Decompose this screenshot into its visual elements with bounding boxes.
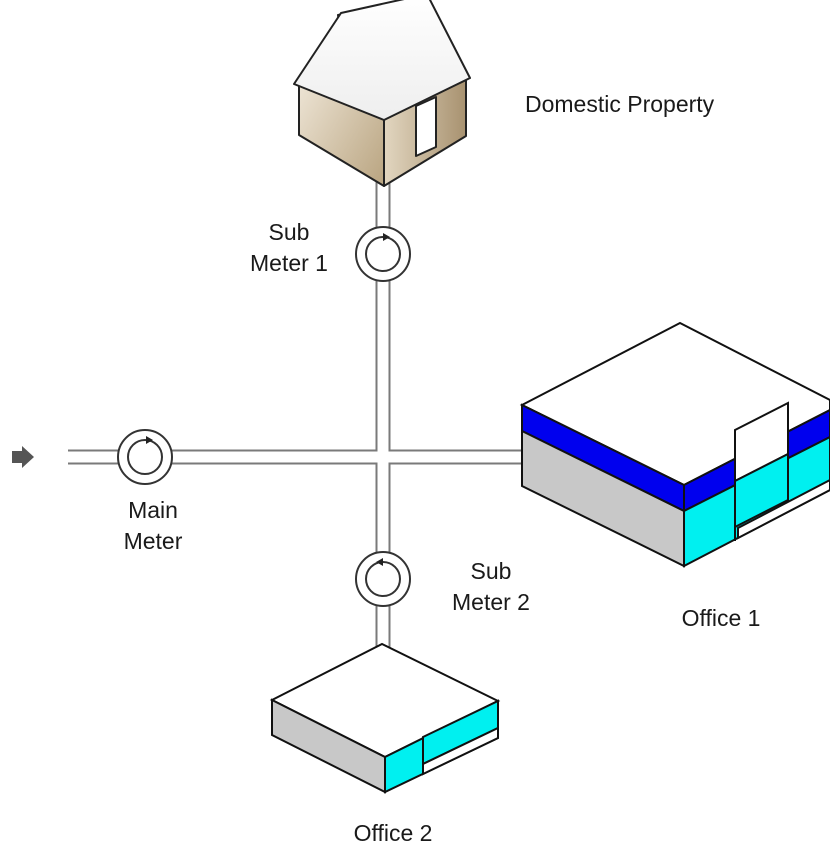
flow-arrow-icon bbox=[12, 446, 34, 468]
meter-icon bbox=[355, 551, 411, 607]
office-1-label: Office 1 bbox=[681, 605, 761, 631]
sub-meter-2-label-line1: Sub bbox=[470, 558, 512, 584]
main-meter-label: Main Meter bbox=[108, 495, 198, 557]
office-2-label: Office 2 bbox=[353, 820, 433, 846]
domestic-property-label: Domestic Property bbox=[525, 91, 715, 117]
office-building-icon bbox=[519, 321, 830, 568]
sub-meter-1-label: Sub Meter 1 bbox=[246, 217, 332, 279]
office-building-icon bbox=[269, 642, 501, 794]
sub-meter-2-icon bbox=[355, 551, 411, 607]
sub-meter-1 bbox=[355, 226, 411, 282]
meter-icon bbox=[117, 429, 173, 485]
house-icon bbox=[293, 0, 471, 187]
main-meter-label-line2: Meter bbox=[123, 528, 183, 554]
main-meter bbox=[117, 429, 173, 485]
sub-meter-2-label: Sub Meter 2 bbox=[441, 556, 541, 618]
main-meter-label-line1: Main bbox=[128, 497, 178, 523]
sub-meter-2-label-line2: Meter 2 bbox=[452, 589, 530, 615]
sub-meter-1-label-line2: Meter 1 bbox=[250, 250, 328, 276]
sub-meter-1-label-line1: Sub bbox=[268, 219, 310, 245]
meter-icon bbox=[355, 226, 411, 282]
